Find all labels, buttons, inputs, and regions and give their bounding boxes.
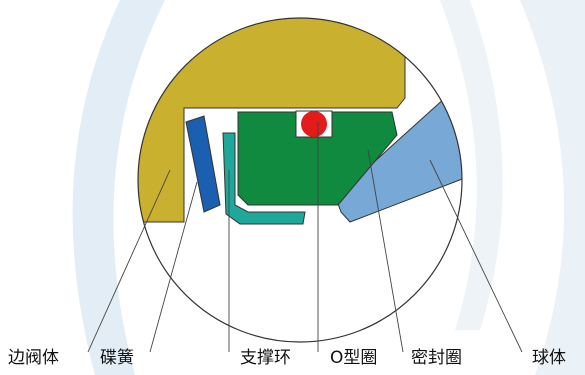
disc-spring bbox=[185, 115, 221, 213]
label-ball: 球体 bbox=[532, 348, 566, 368]
label-valve-body: 边阀体 bbox=[8, 348, 59, 368]
label-o-ring: O型圈 bbox=[330, 348, 378, 368]
background-arcs bbox=[72, 0, 585, 375]
leader-lines bbox=[87, 122, 523, 353]
label-disc-spring: 碟簧 bbox=[100, 348, 134, 368]
detail-circle-outline bbox=[137, 17, 463, 343]
o-ring bbox=[301, 111, 327, 137]
label-support-ring: 支撑环 bbox=[240, 348, 291, 368]
seal-ring bbox=[237, 111, 398, 206]
support-ring bbox=[222, 132, 306, 225]
label-seal-ring: 密封圈 bbox=[411, 348, 462, 368]
